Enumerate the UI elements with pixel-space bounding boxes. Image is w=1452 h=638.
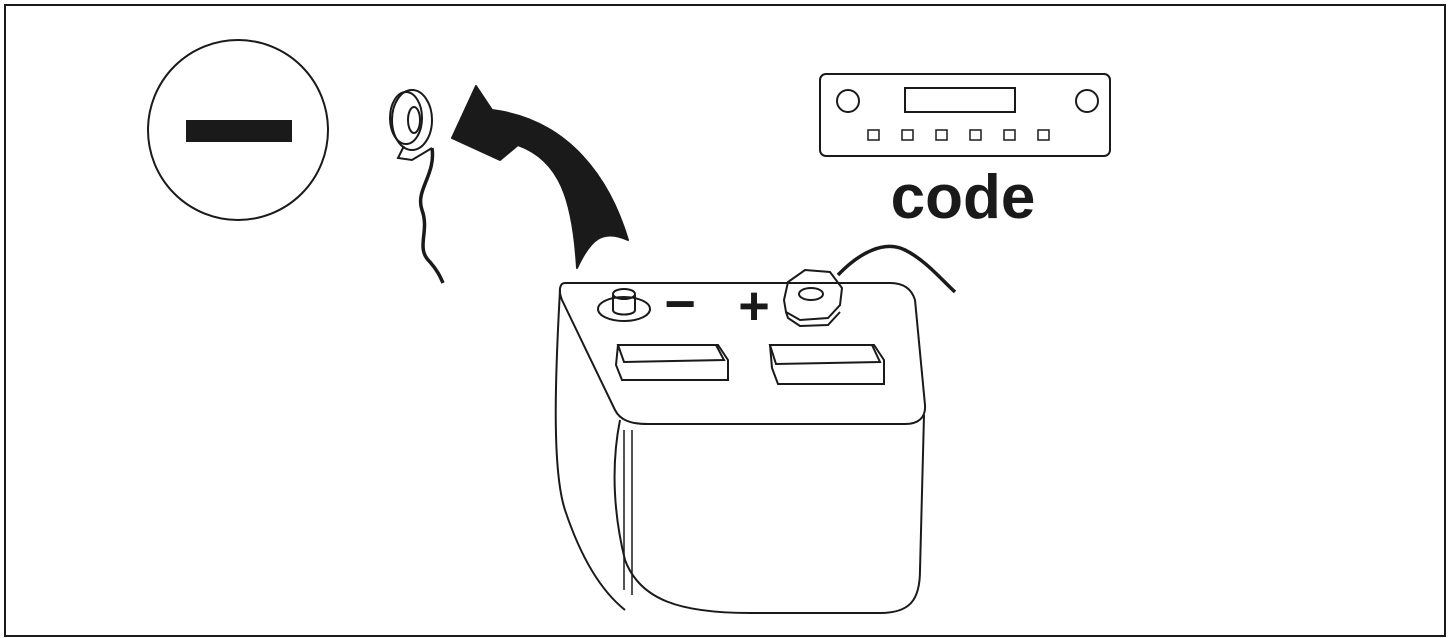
car-radio-icon (820, 74, 1110, 156)
diagram-border (5, 5, 1445, 636)
negative-cable-icon (390, 90, 443, 283)
battery-positive-label: + (738, 276, 770, 336)
curved-arrow-icon (452, 86, 628, 268)
battery-negative-label: − (664, 274, 696, 334)
negative-symbol-icon (148, 40, 328, 220)
radio-code-label: code (891, 163, 1036, 232)
